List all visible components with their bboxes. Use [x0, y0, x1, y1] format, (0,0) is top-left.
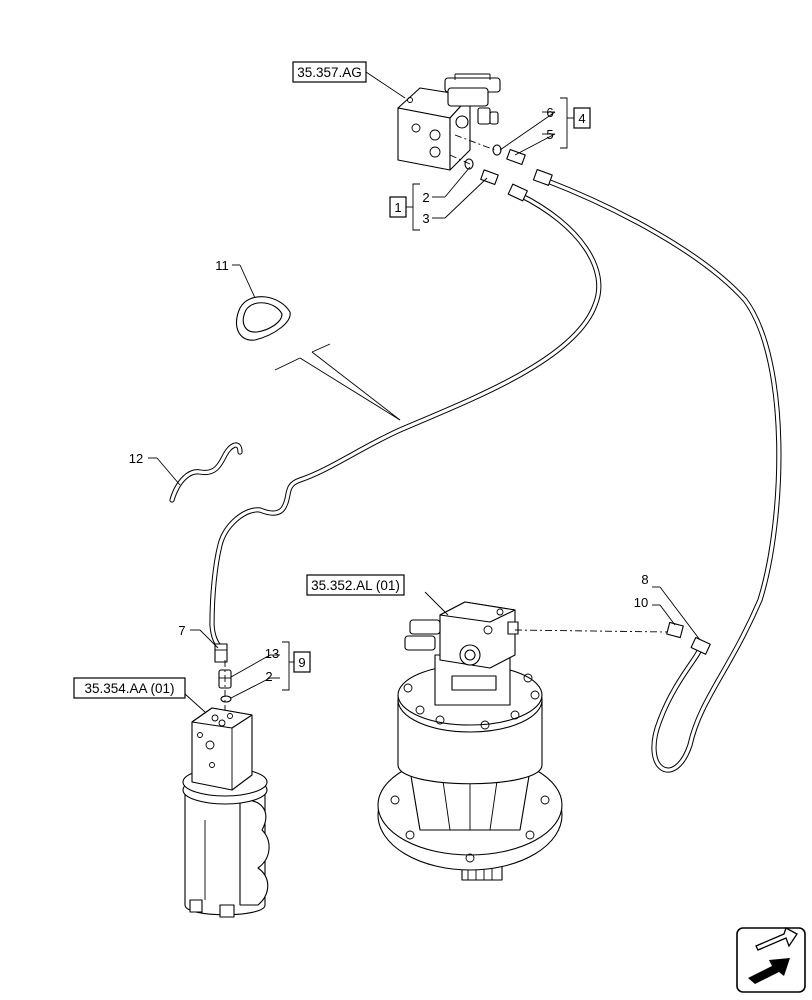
callout-3: 3: [422, 211, 429, 226]
bracket-4: [560, 97, 574, 149]
axis-line: [454, 134, 496, 151]
axis-line: [449, 154, 471, 165]
swivel-joint: [182, 707, 270, 918]
hose-long: [542, 177, 782, 773]
part-12-hose: [169, 442, 243, 503]
callout-9: 9: [298, 655, 305, 670]
hose-short: [209, 192, 602, 653]
callout-1: 1: [394, 200, 401, 215]
callout-8: 8: [641, 572, 648, 587]
swing-motor: [377, 601, 563, 881]
callout-7: 7: [178, 623, 185, 638]
callout-box-9: 9: [293, 651, 311, 673]
leader-lines: [148, 71, 701, 713]
ref-label-swing-motor: 35.352.AL (01): [311, 578, 400, 593]
arrow-icon[interactable]: [736, 927, 806, 993]
callout-6: 6: [546, 105, 553, 120]
callout-box-1: 1: [389, 196, 407, 218]
ref-label-swivel-joint: 35.354.AA (01): [84, 681, 174, 696]
part-11-band: [236, 296, 291, 341]
callout-4: 4: [578, 111, 585, 126]
callout-11: 11: [215, 258, 229, 273]
fitting-10: [666, 621, 684, 639]
callout-2-swivel: 2: [265, 669, 272, 684]
callout-10: 10: [634, 595, 648, 610]
break-marker: [274, 343, 401, 421]
ref-box-swing-motor[interactable]: 35.352.AL (01): [306, 574, 405, 596]
fitting-5: [506, 149, 526, 165]
valve-block: [397, 73, 501, 171]
callout-13: 13: [265, 646, 279, 661]
fitting-3: [480, 169, 499, 185]
bracket-9: [282, 641, 294, 691]
callout-12: 12: [129, 451, 143, 466]
fitting-6: [492, 144, 502, 156]
callout-5: 5: [546, 127, 553, 142]
hose-fitting-8: [690, 636, 711, 655]
ref-box-swivel-joint[interactable]: 35.354.AA (01): [73, 677, 186, 699]
callout-2: 2: [422, 190, 429, 205]
fitting-2-swivel: [220, 695, 232, 703]
ref-label-valve-block: 35.357.AG: [297, 65, 362, 80]
callout-box-4: 4: [573, 107, 591, 129]
ref-box-valve-block[interactable]: 35.357.AG: [292, 61, 367, 83]
axis-line: [514, 629, 669, 633]
hose-fitting-7: [214, 643, 228, 663]
bracket-1: [406, 183, 420, 231]
hose-fitting-upper: [507, 169, 553, 202]
